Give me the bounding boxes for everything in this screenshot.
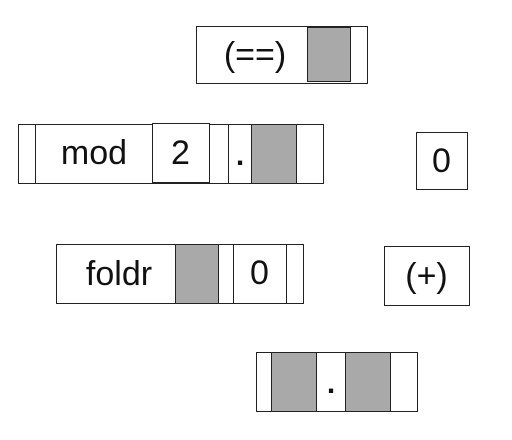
mod-function-label: mod [60, 134, 128, 172]
mod-function-block[interactable]: mod 2 [35, 123, 229, 184]
zero-value-block[interactable]: 0 [416, 132, 468, 190]
foldr-zero-block[interactable]: 0 [233, 243, 287, 304]
plus-operator-label: (+) [405, 256, 448, 295]
eq-operator-label: (==) [223, 35, 287, 74]
argument-hole[interactable] [271, 351, 317, 412]
eq-partial-block[interactable]: (==) [196, 26, 368, 84]
plus-operator-block[interactable]: (+) [384, 246, 470, 306]
argument-hole[interactable] [307, 27, 351, 82]
argument-hole[interactable] [251, 123, 297, 184]
compose-two-holes-block[interactable]: . [256, 351, 418, 412]
compose-operator-label: . [326, 367, 336, 400]
compose-operator-label: . [235, 139, 245, 172]
zero-value-label: 0 [432, 141, 451, 180]
mod-argument-label: 2 [171, 133, 190, 172]
foldr-partial-block[interactable]: foldr 0 [56, 243, 304, 304]
foldr-function-label: foldr [85, 254, 153, 293]
mod-argument-block[interactable]: 2 [152, 123, 210, 183]
argument-hole[interactable] [345, 351, 391, 412]
argument-hole[interactable] [175, 243, 219, 304]
mod-compose-block[interactable]: mod 2 . [18, 123, 324, 184]
foldr-zero-label: 0 [250, 254, 269, 292]
